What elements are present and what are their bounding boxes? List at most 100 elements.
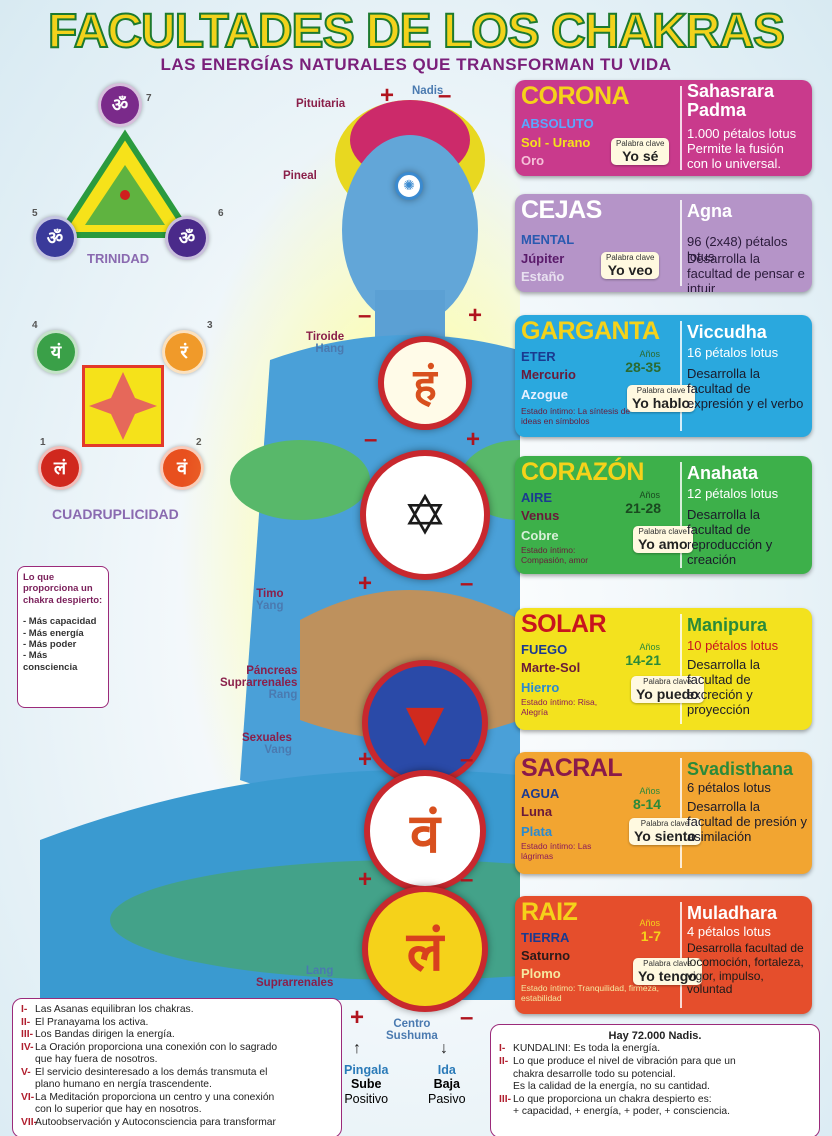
- minus-icon: –: [438, 82, 452, 109]
- card-petals: 4 pétalos lotus: [687, 924, 771, 939]
- card-corona: CORONA ABSOLUTO Sol - Urano Oro Palabra …: [515, 80, 812, 176]
- card-estado: Estado íntimo: Compasión, amor: [521, 545, 589, 565]
- card-petals: 96 (2x48) pétalos lotus: [687, 234, 788, 264]
- card-solar: SOLAR FUEGO Marte-Sol Hierro Años 14-21 …: [515, 608, 812, 730]
- card-sanskrit: Sahasrara Padma: [687, 81, 775, 120]
- number-1: 1: [40, 437, 46, 448]
- benefit-item: - Más energía: [23, 627, 84, 639]
- card-element: AGUA: [521, 786, 560, 801]
- card-element: FUEGO: [521, 642, 568, 657]
- card-sanskrit: Anahata: [687, 463, 759, 483]
- card-years-label: Años: [639, 642, 660, 652]
- number-3: 3: [207, 320, 213, 331]
- card-estado: Estado íntimo: Las lágrimas: [521, 841, 592, 861]
- third-eye-icon: ✺: [395, 172, 423, 200]
- practice-line: V-El servicio desinteresado a los demás …: [21, 1066, 268, 1078]
- benefit-item: - Más consciencia: [23, 650, 78, 673]
- nadis-line: III-Lo que proporciona un chakra despier…: [499, 1093, 712, 1105]
- card-name: GARGANTA: [521, 317, 660, 345]
- card-description: Desarrolla la facultad de pensar e intui…: [687, 251, 805, 292]
- card-sanskrit: Svadisthana: [687, 759, 794, 779]
- minus-icon: –: [460, 866, 474, 893]
- card-years: 28-35: [625, 359, 661, 375]
- card-planet: Sol - Urano: [521, 135, 591, 150]
- minus-icon: –: [460, 746, 474, 773]
- heart-chakra-icon: ✡: [360, 450, 490, 580]
- card-description: Desarrolla la facultad de reproducción y…: [687, 507, 773, 567]
- heart-symbol-icon: यं: [34, 330, 78, 374]
- practice-line: III-Los Bandas dirigen la energía.: [21, 1029, 175, 1041]
- solar-symbol-icon: रं: [162, 330, 206, 374]
- card-metal: Estaño: [521, 269, 565, 284]
- card-name: RAIZ: [521, 898, 578, 926]
- practice-line: plano humano en nergía trascendente.: [35, 1079, 212, 1091]
- card-estado: Estado íntimo: Tranquilidad, firmeza, es…: [521, 983, 659, 1003]
- card-petals: 10 pétalos lotus: [687, 638, 779, 653]
- cuadruplicidad-label: CUADRUPLICIDAD: [52, 506, 179, 522]
- nadis-line: Es la calidad de la energía, no su canti…: [513, 1081, 710, 1093]
- plus-icon: +: [358, 570, 373, 597]
- card-planet: Marte-Sol: [521, 660, 581, 675]
- card-estado: Estado íntimo: Risa, Alegría: [521, 697, 598, 717]
- card-planet: Mercurio: [521, 367, 576, 382]
- nadis-line: II-Lo que produce el nivel de vibración …: [499, 1055, 736, 1067]
- practice-line: VII-Autoobservación y Autoconsciencia pa…: [21, 1116, 276, 1128]
- number-5: 5: [32, 208, 38, 219]
- minus-icon: –: [460, 1004, 474, 1031]
- minus-icon: –: [358, 302, 372, 329]
- card-petals: 6 pétalos lotus: [687, 780, 771, 795]
- plus-icon: +: [358, 746, 373, 773]
- nadis-title: Hay 72.000 Nadis.: [608, 1030, 702, 1042]
- card-sanskrit: Manipura: [687, 615, 768, 635]
- card-element: ETER: [521, 349, 556, 364]
- card-years-label: Años: [639, 786, 660, 796]
- card-description: Permite la fusión con lo universal.: [687, 141, 784, 171]
- card-years: 14-21: [625, 652, 661, 668]
- card-metal: Azogue: [521, 387, 568, 402]
- nadis-box: Hay 72.000 Nadis. I-KUNDALINI: Es toda l…: [490, 1024, 820, 1136]
- benefit-item: - Más poder: [23, 638, 77, 650]
- card-metal: Plata: [521, 824, 553, 839]
- quad-square: [82, 365, 164, 447]
- practices-box: I-Las Asanas equilibran los chakras. II-…: [12, 998, 342, 1136]
- card-name: CEJAS: [521, 196, 602, 224]
- card-description: Desarrolla la facultad de expresión y el…: [687, 366, 804, 411]
- crown-symbol-icon: ॐ: [98, 83, 142, 127]
- card-raiz: RAIZ TIERRA Saturno Plomo Años 1-7 Palab…: [515, 896, 812, 1014]
- nadis-line: I-KUNDALINI: Es toda la energía.: [499, 1043, 661, 1055]
- card-description: Desarrolla la facultad de excreción y pr…: [687, 657, 760, 717]
- number-7: 7: [146, 93, 152, 104]
- plus-icon: +: [380, 82, 395, 109]
- card-sanskrit: Agna: [687, 201, 732, 221]
- plus-icon: +: [468, 302, 483, 329]
- card-element: AIRE: [521, 490, 553, 505]
- brow-symbol-icon: ॐ: [165, 216, 209, 260]
- card-planet: Luna: [521, 804, 553, 819]
- plus-icon: +: [466, 426, 481, 453]
- card-name: CORONA: [521, 82, 630, 110]
- root-symbol-icon: लं: [38, 446, 82, 490]
- throat-chakra-icon: हं: [378, 336, 472, 430]
- card-metal: Oro: [521, 153, 545, 168]
- benefits-title: Lo que proporciona un chakra despierto:: [23, 572, 103, 606]
- arrow-down-icon: ↓: [440, 1040, 448, 1057]
- practice-line: VI-La Meditación proporciona un centro y…: [21, 1091, 275, 1103]
- card-petals: 16 pétalos lotus: [687, 345, 779, 360]
- card-element: TIERRA: [521, 930, 570, 945]
- practice-line: con lo superior que hay en nosotros.: [35, 1104, 202, 1116]
- card-years: 1-7: [640, 928, 661, 944]
- card-years: 8-14: [632, 796, 661, 812]
- minus-icon: –: [364, 426, 378, 453]
